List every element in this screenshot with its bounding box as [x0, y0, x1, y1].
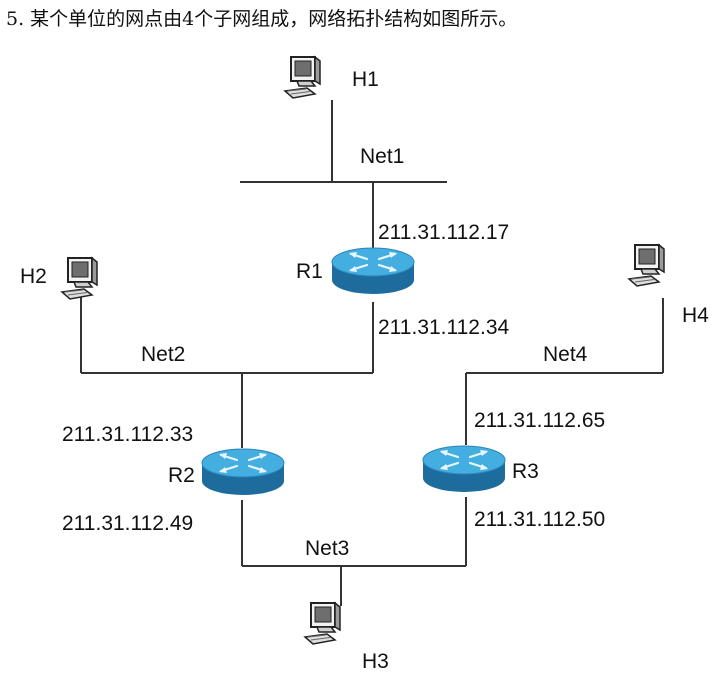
host-h4-icon	[628, 244, 665, 287]
router-r3-label: R3	[512, 460, 539, 483]
router-r3-icon	[421, 444, 507, 494]
router-r2-label: R2	[168, 464, 195, 487]
router-r2-icon	[200, 447, 286, 497]
router-r1-icon	[330, 246, 416, 296]
question-text: 5. 某个单位的网点由4个子网组成，网络拓扑结构如图所示。	[6, 8, 518, 30]
host-h2-icon	[61, 257, 98, 300]
r3-ip-net3: 211.31.112.50	[474, 508, 605, 531]
r2-ip-net2: 211.31.112.33	[62, 423, 193, 446]
net3-label: Net3	[305, 537, 349, 560]
router-r1-label: R1	[296, 260, 323, 283]
host-h4-label: H4	[682, 304, 709, 327]
r1-ip-net2: 211.31.112.34	[378, 316, 509, 339]
net4-label: Net4	[543, 343, 588, 366]
r1-ip-net1: 211.31.112.17	[378, 221, 509, 244]
host-h3-icon	[304, 602, 341, 645]
net2-label: Net2	[141, 343, 185, 366]
r2-ip-net3: 211.31.112.49	[62, 512, 193, 535]
host-h1-label: H1	[352, 68, 379, 91]
r3-ip-net4: 211.31.112.65	[474, 409, 605, 432]
host-h2-label: H2	[20, 265, 47, 288]
host-h3-label: H3	[362, 650, 389, 673]
host-h1-icon	[284, 56, 321, 99]
net1-label: Net1	[360, 145, 404, 168]
